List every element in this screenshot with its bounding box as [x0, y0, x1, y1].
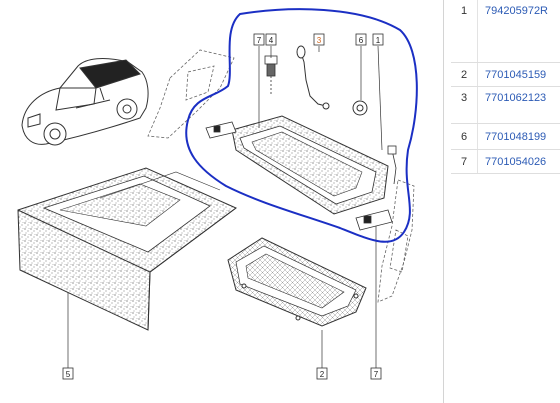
- side-trim-outline: [147, 49, 415, 303]
- callout-1[interactable]: 1: [372, 33, 384, 46]
- parts-diagram: 7 4 3 6 1 5 2 7: [17, 8, 418, 380]
- part-number-link[interactable]: 7701045159: [485, 69, 547, 81]
- part-row-1: 1 794205972R: [451, 0, 560, 63]
- storage-basket: [227, 237, 367, 327]
- floor-board: [17, 167, 237, 331]
- svg-text:4: 4: [269, 36, 274, 45]
- part-row-2: 2 7701045159: [451, 63, 560, 87]
- part-row-3: 3 7701062123: [451, 87, 560, 124]
- leader-lines: [67, 45, 383, 368]
- parcel-shelf: [231, 115, 389, 215]
- part-row-6: 6 7701048199: [451, 124, 560, 150]
- svg-text:5: 5: [66, 370, 71, 379]
- clip-part-4: [264, 55, 278, 96]
- strap-part-1: [387, 145, 397, 185]
- callout-4[interactable]: 4: [265, 33, 277, 46]
- part-index: 6: [460, 131, 468, 143]
- callout-7-upper[interactable]: 7: [253, 33, 265, 46]
- part-index: 7: [460, 156, 468, 168]
- part-row-7: 7 7701054026: [451, 150, 560, 174]
- part-index: 3: [460, 92, 468, 104]
- callout-5[interactable]: 5: [62, 367, 74, 380]
- svg-text:6: 6: [359, 36, 364, 45]
- part-number-link[interactable]: 7701062123: [485, 92, 547, 104]
- callout-3[interactable]: 3: [313, 33, 325, 46]
- annotation-circle: [185, 8, 418, 243]
- svg-text:7: 7: [374, 370, 379, 379]
- part-number-link[interactable]: 7701048199: [485, 131, 547, 143]
- pulley-part-6: [352, 100, 368, 116]
- part-index: 1: [460, 5, 468, 17]
- hinge-bracket-lower: [355, 209, 393, 231]
- parts-list: 1 794205972R 2 7701045159 3 7701062123 6…: [451, 0, 560, 403]
- svg-text:3: 3: [317, 36, 322, 45]
- svg-text:1: 1: [376, 36, 381, 45]
- exploded-view-drawing: 7 4 3 6 1 5 2 7: [17, 8, 418, 380]
- hinge-bracket-upper: [205, 121, 237, 139]
- part-number-link[interactable]: 794205972R: [485, 5, 549, 17]
- svg-text:7: 7: [257, 36, 262, 45]
- callout-6[interactable]: 6: [355, 33, 367, 46]
- cable-part-3: [296, 45, 330, 110]
- part-index: 2: [460, 69, 468, 81]
- svg-text:2: 2: [320, 370, 325, 379]
- part-number-link[interactable]: 7701054026: [485, 156, 547, 168]
- callout-7-lower[interactable]: 7: [370, 367, 382, 380]
- callout-2[interactable]: 2: [316, 367, 328, 380]
- car-thumbnail: [21, 58, 149, 146]
- panel-divider: [443, 0, 444, 403]
